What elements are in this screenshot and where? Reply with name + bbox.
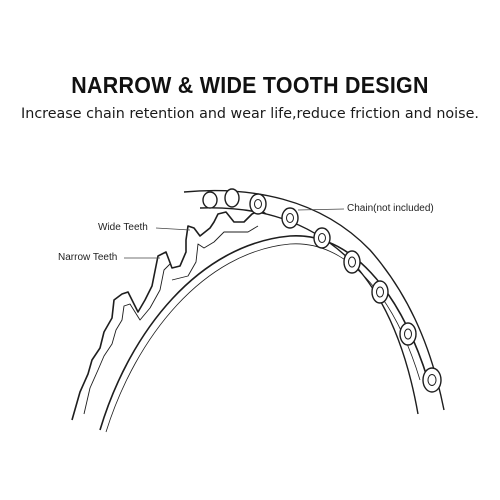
chain-roller (343, 250, 361, 274)
chain-rollers (202, 188, 442, 393)
callout-line-chain (297, 208, 345, 211)
chain-outer-plate-edge (183, 189, 445, 411)
callout-line-wide (155, 227, 191, 231)
page-subtitle: Increase chain retention and wear life,r… (21, 106, 479, 122)
chain-roller (313, 227, 331, 249)
callout-lines (124, 208, 345, 259)
bicycle-chain (183, 188, 445, 415)
chainring-tooth-shading (83, 225, 259, 415)
chain-roller (249, 193, 267, 215)
chain-pin (376, 286, 384, 298)
chainring (71, 209, 429, 433)
chain-roller (281, 207, 299, 229)
chain-pin (318, 233, 326, 243)
chain-roller (399, 322, 417, 346)
chain-pin (254, 199, 262, 209)
chain-pin (348, 256, 356, 268)
chain-roller (422, 367, 442, 393)
chain-roller (224, 188, 240, 208)
callout-wide-teeth: Wide Teeth (98, 222, 148, 233)
chain-roller (371, 280, 389, 304)
chain-pins (254, 199, 437, 386)
chain-pin (427, 374, 437, 386)
chain-roller (202, 191, 218, 209)
chainring-inner-bevel (105, 243, 421, 433)
chain-pin (404, 328, 412, 340)
callout-chain: Chain(not included) (347, 203, 434, 214)
chainring-outer-edge (71, 209, 267, 421)
page-title: NARROW & WIDE TOOTH DESIGN (71, 72, 429, 98)
chain-pin (286, 213, 294, 223)
chainring-inner-edge (99, 235, 429, 431)
callout-narrow-teeth: Narrow Teeth (58, 252, 118, 263)
chain-inner-plate-edge (199, 207, 419, 415)
